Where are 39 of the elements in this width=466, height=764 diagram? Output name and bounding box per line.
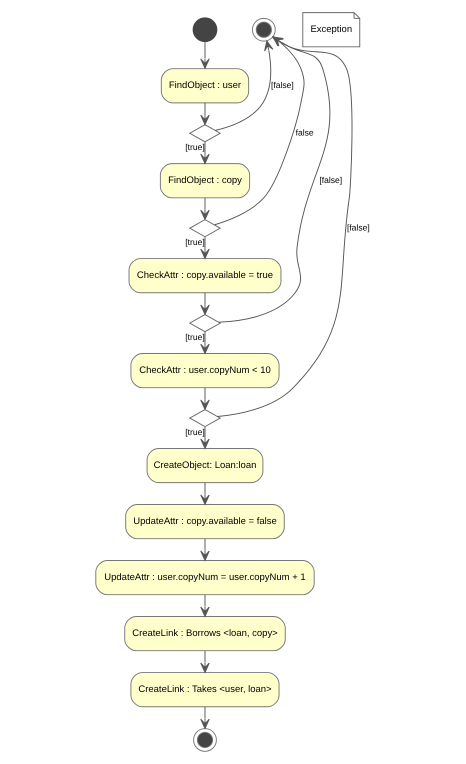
- node-diamond: [188, 314, 222, 332]
- node-diamond: [188, 409, 222, 428]
- node-diamond: [188, 219, 222, 238]
- arrow: [200, 332, 210, 354]
- arrow: [200, 706, 210, 730]
- node-box: FindObject : copy: [160, 163, 250, 198]
- node-circle: [193, 728, 217, 752]
- arrow: [200, 482, 210, 505]
- edge-label: [true]: [185, 237, 205, 248]
- arrow: [200, 41, 210, 69]
- arrow: [200, 650, 210, 673]
- node-box: UpdateAttr : user.copyNum = user.copyNum + 1: [95, 560, 315, 596]
- edge-label: [false]: [346, 222, 370, 232]
- edge-label: [true]: [185, 142, 205, 152]
- node-box: CreateObject: Loan:loan: [146, 448, 264, 484]
- edge-label: [false]: [270, 80, 294, 90]
- arrow: [200, 236, 210, 260]
- edge-label: [false]: [319, 174, 342, 185]
- arrow: [200, 142, 210, 164]
- node-box: CheckAttr : user.copyNum < 10: [130, 353, 280, 388]
- edge-label: [true]: [185, 332, 205, 342]
- node-box: CreateLink : Takes <user, loan>: [130, 672, 280, 708]
- edge-label: false: [296, 127, 314, 138]
- node-box: CreateLink : Borrows <loan, copy>: [124, 616, 286, 652]
- edge-label: [true]: [185, 427, 205, 438]
- node-circle: [192, 17, 218, 42]
- node-box: UpdateAttr : copy.available = false: [125, 504, 285, 540]
- node-box: CheckAttr : copy.available = true: [128, 258, 282, 294]
- arrow: [200, 197, 210, 220]
- arrow: [214, 40, 274, 131]
- node-circle: [252, 18, 276, 42]
- arrow: [200, 102, 210, 126]
- node-diamond: [188, 124, 222, 142]
- arrow: [200, 292, 210, 315]
- arrow: [200, 387, 210, 410]
- arrow: [200, 426, 210, 449]
- arrow: [200, 594, 210, 617]
- node-box: FindObject : user: [160, 68, 250, 104]
- arrow: [200, 538, 210, 561]
